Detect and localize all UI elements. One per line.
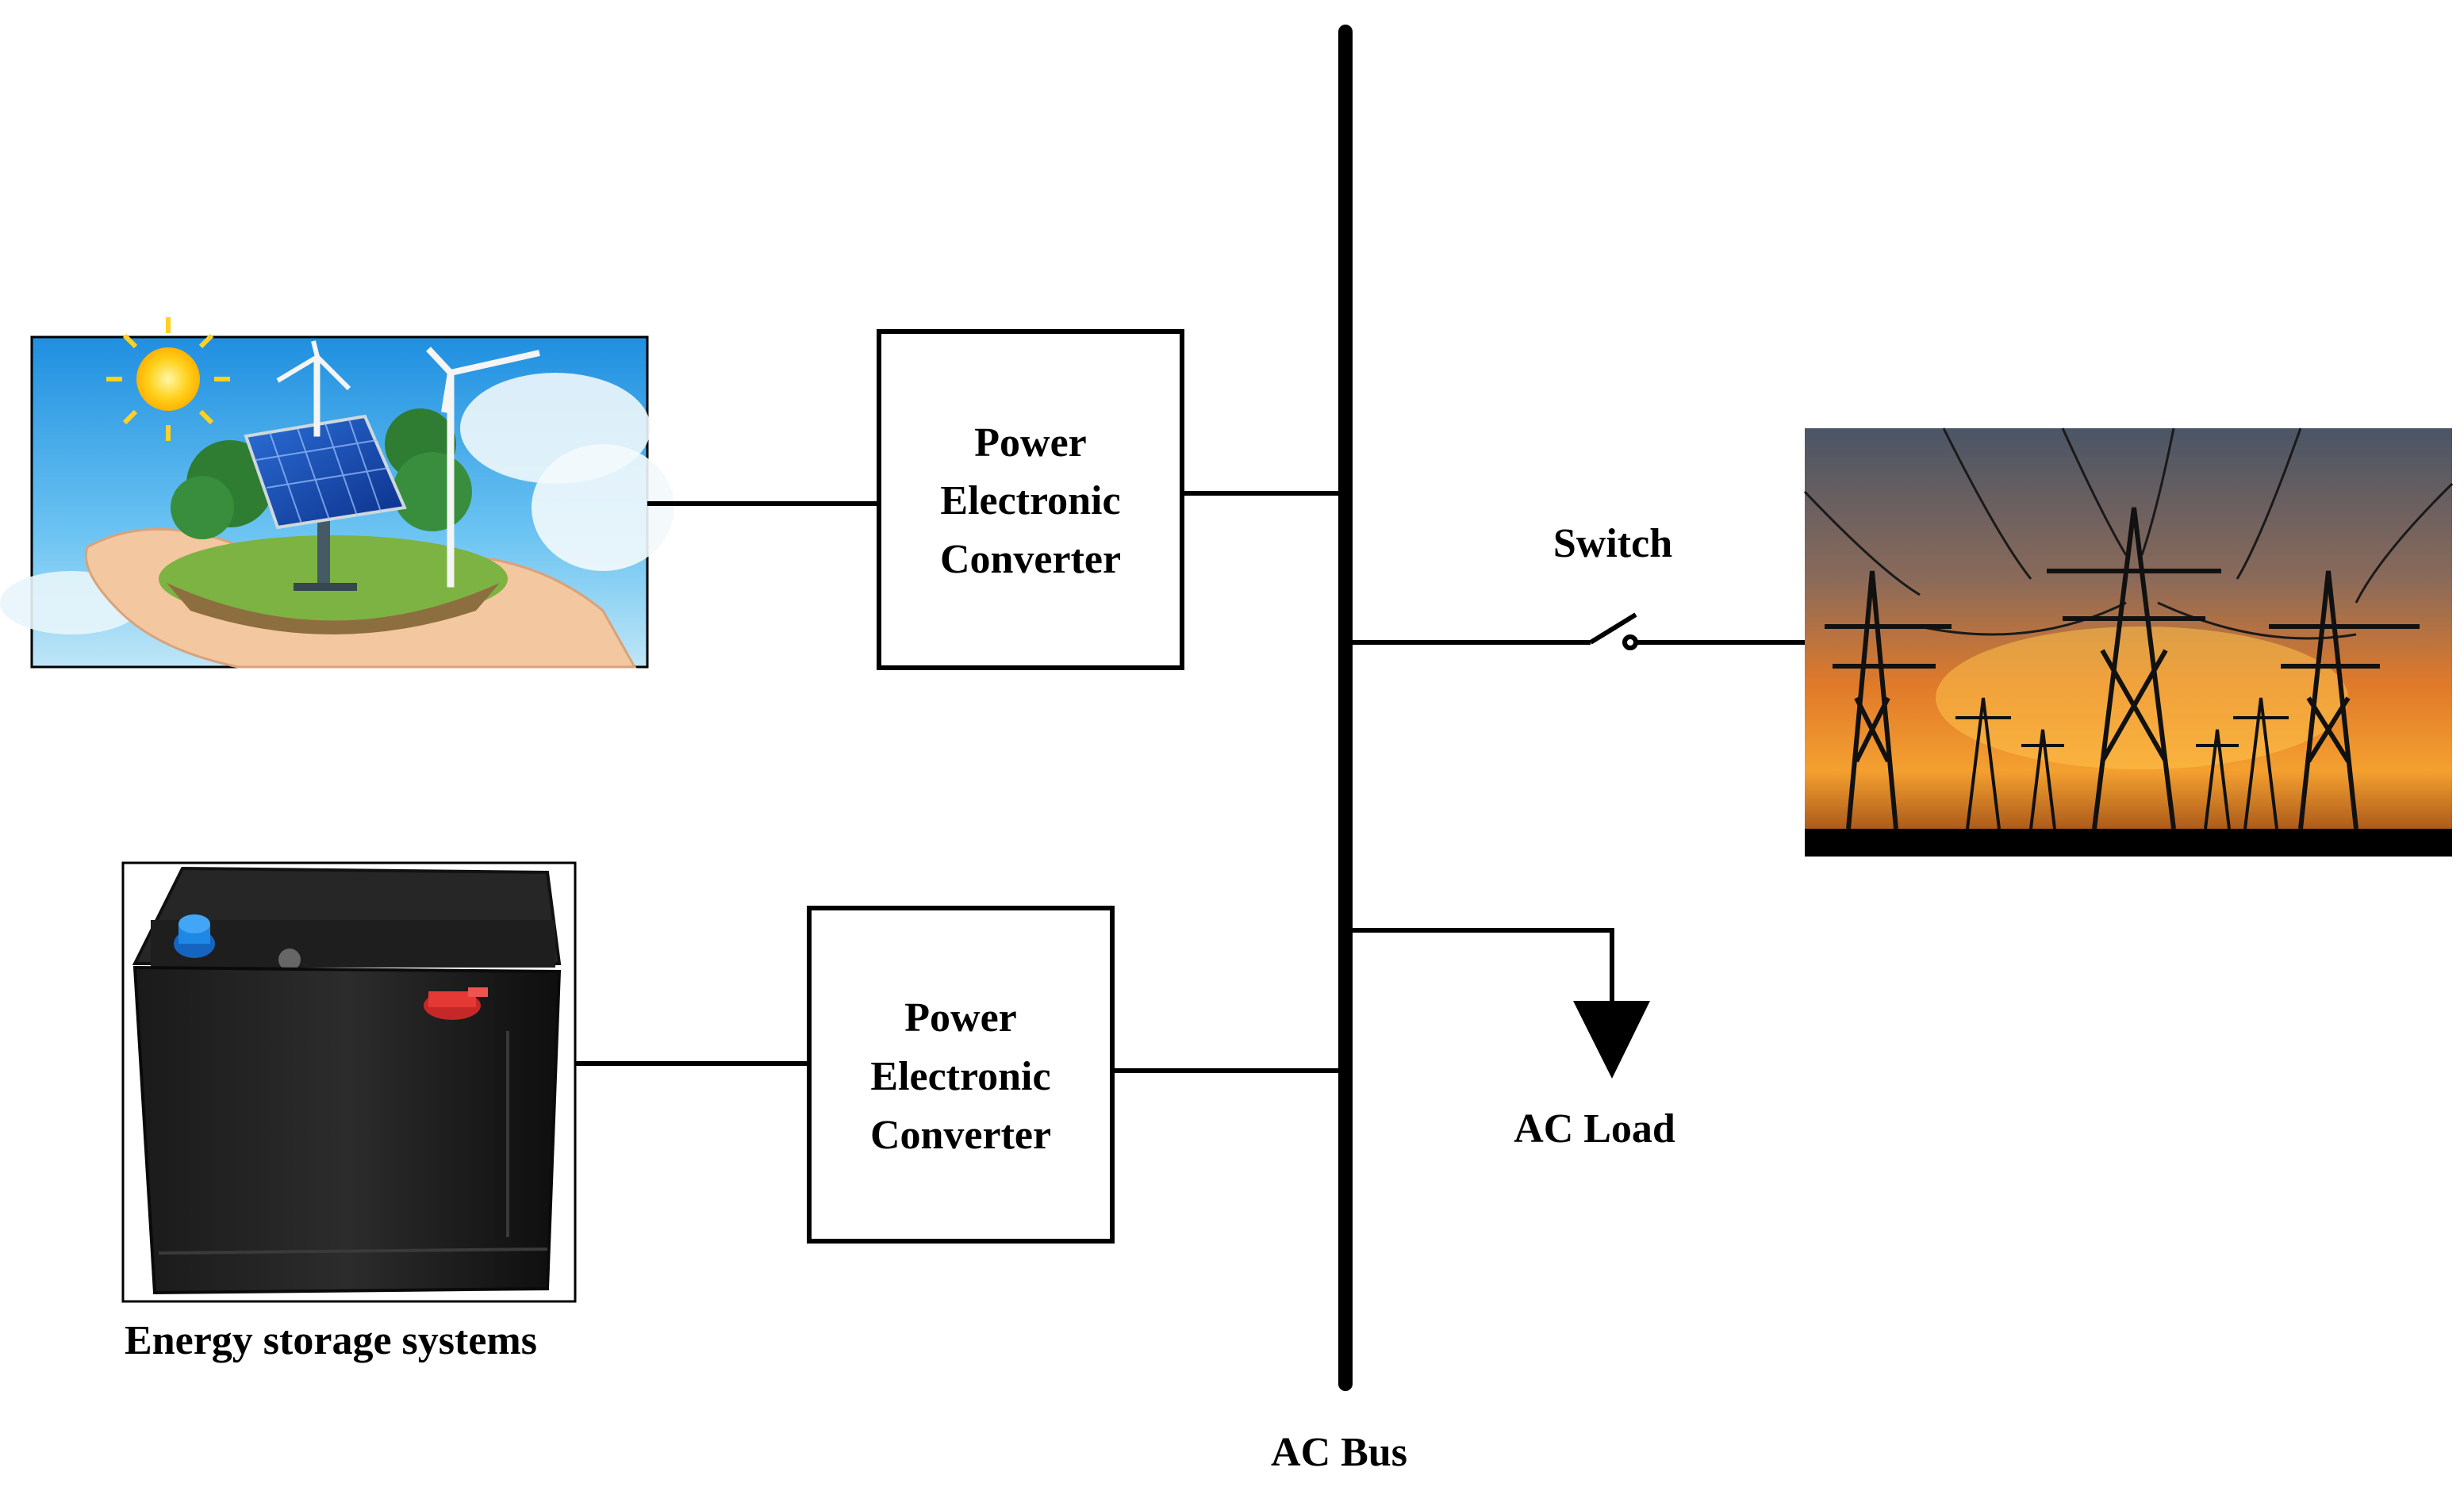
ac-bus-label: AC Bus xyxy=(1271,1430,1407,1475)
converter-bottom-line2: Electronic xyxy=(870,1054,1050,1099)
converter-top-line1: Power xyxy=(974,420,1086,466)
switch-label: Switch xyxy=(1553,521,1672,566)
wiring xyxy=(575,491,1805,1073)
switch-icon[interactable] xyxy=(1589,612,1638,650)
power-grid-image xyxy=(1803,427,2454,857)
energy-storage-label: Energy storage systems xyxy=(125,1318,537,1363)
converter-top: Power Electronic Converter xyxy=(877,329,1184,670)
ac-load-label: AC Load xyxy=(1514,1106,1675,1152)
wire-bus-load xyxy=(1349,928,1614,1001)
converter-top-line3: Converter xyxy=(940,537,1121,582)
transmission-tower-icon xyxy=(1825,507,2420,830)
ac-load-icon xyxy=(1573,1001,1650,1079)
negative-terminal-icon xyxy=(174,914,215,958)
converter-bottom: Power Electronic Converter xyxy=(807,906,1115,1244)
solar-panel-icon xyxy=(244,414,407,591)
wind-turbine-icon xyxy=(276,340,540,588)
converter-top-line2: Electronic xyxy=(940,478,1120,523)
converter-bottom-line3: Converter xyxy=(870,1113,1051,1158)
renewable-energy-image xyxy=(0,317,674,669)
battery-image xyxy=(121,861,577,1303)
positive-terminal-icon xyxy=(424,987,488,1020)
sun-icon xyxy=(106,317,230,441)
converter-bottom-line1: Power xyxy=(904,995,1016,1041)
